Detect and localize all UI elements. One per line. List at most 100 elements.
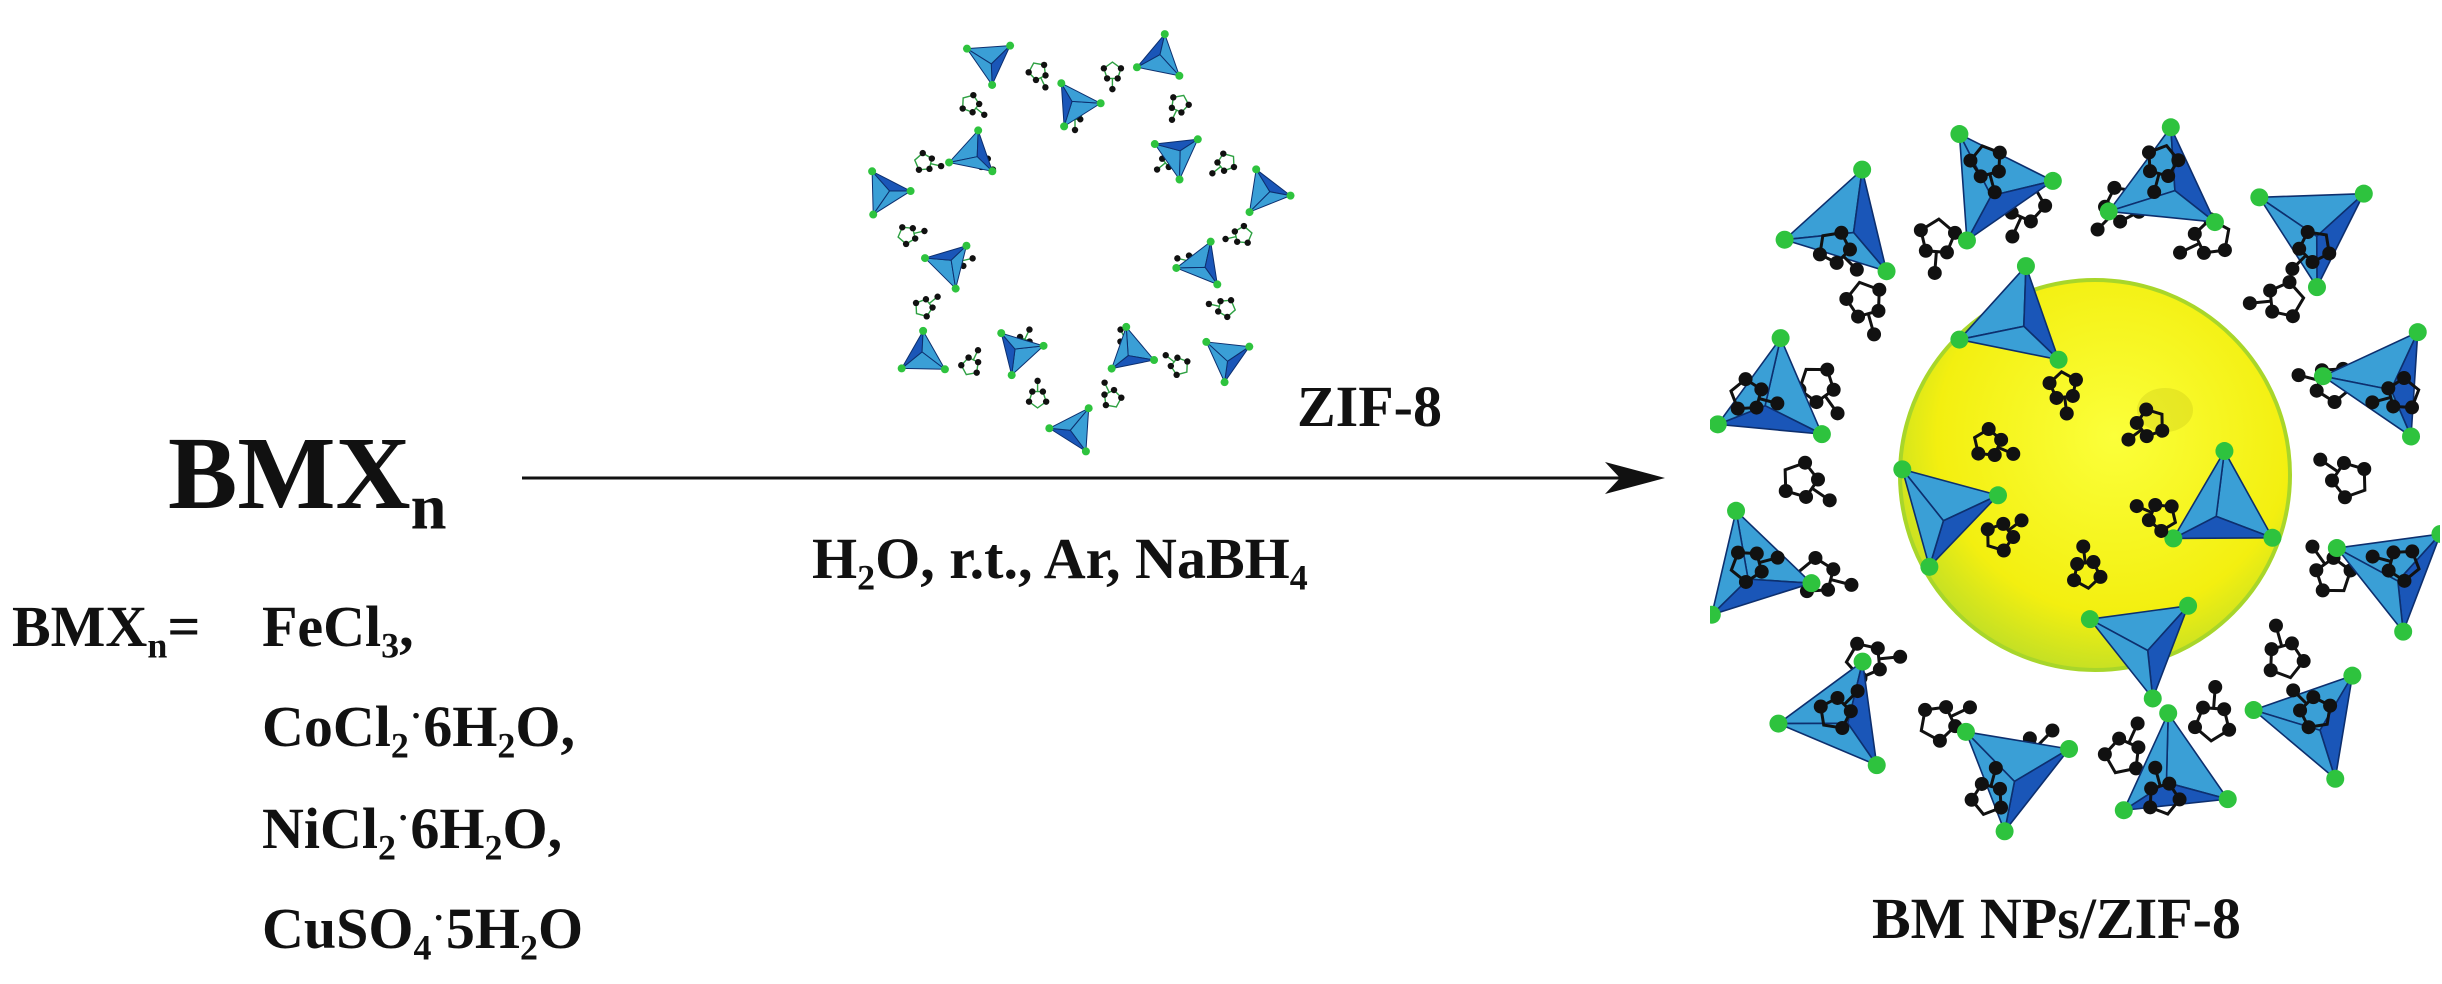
tetrahedron-face bbox=[1011, 345, 1045, 376]
carbon-atom bbox=[2292, 241, 2307, 256]
carbon-atom bbox=[2296, 654, 2311, 669]
nitrogen-node bbox=[897, 364, 906, 373]
carbon-atom bbox=[970, 91, 977, 99]
tetrahedron-face bbox=[950, 245, 967, 290]
salt-line: FeCl3, bbox=[262, 598, 414, 664]
nitrogen-node bbox=[1213, 280, 1222, 289]
zn-tetrahedron bbox=[1000, 332, 1045, 376]
carbon-atom bbox=[1749, 546, 1764, 561]
carbon-atom bbox=[1032, 76, 1040, 84]
carbon-atom bbox=[2265, 304, 2280, 319]
carbon-atom bbox=[1973, 169, 1988, 184]
carbon-atom bbox=[2139, 429, 2154, 444]
subscript: 4 bbox=[1289, 557, 1308, 598]
carbon-atom bbox=[2222, 722, 2237, 737]
carbon-atom bbox=[1174, 354, 1181, 361]
carbon-atom bbox=[1993, 781, 2008, 796]
carbon-atom bbox=[1039, 388, 1047, 395]
nitrogen-node bbox=[1710, 605, 1721, 624]
hydrate-dot: · bbox=[432, 897, 445, 937]
tetrahedron-face bbox=[2336, 547, 2404, 633]
carbon-atom bbox=[1850, 636, 1865, 651]
formula-text: 6H bbox=[423, 694, 498, 759]
nitrogen-node bbox=[1252, 165, 1261, 174]
carbon-atom bbox=[934, 293, 941, 300]
nitrogen-node bbox=[1122, 322, 1131, 331]
tetrahedron-face bbox=[1179, 138, 1199, 181]
subscript: 4 bbox=[413, 927, 432, 968]
zn-tetrahedron bbox=[1901, 468, 1999, 568]
carbon-atom bbox=[2070, 557, 2085, 572]
carbon-atom bbox=[2130, 716, 2145, 731]
carbon-atom bbox=[2129, 499, 2144, 514]
nitrogen-node bbox=[2143, 689, 2162, 708]
nitrogen-node bbox=[2244, 701, 2263, 720]
carbon-atom bbox=[2381, 381, 2396, 396]
carbon-atom bbox=[1101, 379, 1108, 386]
carbon-atom bbox=[2187, 226, 2202, 241]
carbon-atom bbox=[1040, 61, 1048, 69]
carbon-atom bbox=[1731, 545, 1746, 560]
carbon-atom bbox=[1042, 72, 1049, 79]
definition-lhs-sub: n bbox=[147, 625, 168, 666]
zn-tetrahedron bbox=[1136, 33, 1180, 77]
carbon-atom bbox=[1117, 65, 1125, 72]
tetrahedron-face bbox=[1249, 191, 1292, 213]
carbon-atom bbox=[2148, 498, 2163, 513]
nitrogen-node bbox=[869, 210, 878, 219]
carbon-atom bbox=[2059, 406, 2074, 421]
carbon-atom bbox=[2006, 530, 2021, 545]
nitrogen-node bbox=[1107, 364, 1116, 373]
carbon-atom bbox=[2386, 545, 2401, 560]
zn-tetrahedron bbox=[2258, 192, 2365, 288]
carbon-atom bbox=[1100, 65, 1108, 72]
nanoparticle-shade bbox=[2137, 388, 2193, 432]
nitrogen-node bbox=[1202, 337, 1211, 346]
nitrogen-node bbox=[1172, 263, 1181, 272]
nitrogen-node bbox=[2205, 213, 2224, 232]
carbon-atom bbox=[2282, 275, 2297, 290]
nitrogen-node bbox=[1802, 574, 1821, 593]
carbon-atom bbox=[923, 313, 930, 320]
formula-text: CoCl bbox=[262, 694, 391, 759]
tetrahedron-face bbox=[1901, 468, 1945, 568]
carbon-atom bbox=[1174, 255, 1181, 262]
carbon-atom bbox=[969, 255, 976, 262]
carbon-atom bbox=[1991, 164, 2006, 179]
carbon-atom bbox=[1980, 522, 1995, 537]
carbon-atom bbox=[1754, 382, 1769, 397]
reactant-subscript: n bbox=[410, 471, 447, 543]
carbon-atom bbox=[2397, 371, 2412, 386]
carbon-atom bbox=[1233, 238, 1241, 245]
carbon-atom bbox=[1851, 309, 1866, 324]
definition-lhs-main: BMX bbox=[12, 594, 148, 659]
zn-tetrahedron bbox=[1717, 337, 1823, 435]
carbon-atom bbox=[2323, 698, 2338, 713]
carbon-atom bbox=[1842, 242, 1857, 257]
zn-tetrahedron bbox=[1711, 509, 1813, 616]
carbon-atom bbox=[1810, 472, 1825, 487]
nitrogen-node bbox=[1045, 424, 1054, 433]
carbon-atom bbox=[2309, 563, 2324, 578]
carbon-atom bbox=[1220, 150, 1227, 157]
carbon-atom bbox=[2173, 245, 2188, 260]
nitrogen-node bbox=[2218, 790, 2237, 809]
carbon-atom bbox=[1217, 297, 1224, 305]
formula-text: O, r.t., Ar, NaBH bbox=[875, 526, 1290, 591]
carbon-atom bbox=[2112, 731, 2127, 746]
tetrahedron-face bbox=[1205, 341, 1228, 383]
nitrogen-node bbox=[1853, 160, 1872, 179]
nitrogen-node bbox=[2179, 596, 2198, 615]
carbon-atom bbox=[1240, 222, 1248, 230]
carbon-atom bbox=[926, 165, 933, 173]
carbon-atom bbox=[1101, 391, 1108, 398]
tetrahedron-face bbox=[1958, 325, 2060, 361]
tetrahedron-face bbox=[921, 330, 946, 370]
carbon-atom bbox=[1799, 489, 1814, 504]
carbon-atom bbox=[1870, 641, 1885, 656]
nitrogen-node bbox=[906, 187, 915, 196]
carbon-atom bbox=[1830, 690, 1845, 705]
nitrogen-node bbox=[1877, 262, 1896, 281]
carbon-atom bbox=[909, 225, 917, 232]
carbon-atom bbox=[1034, 377, 1041, 385]
